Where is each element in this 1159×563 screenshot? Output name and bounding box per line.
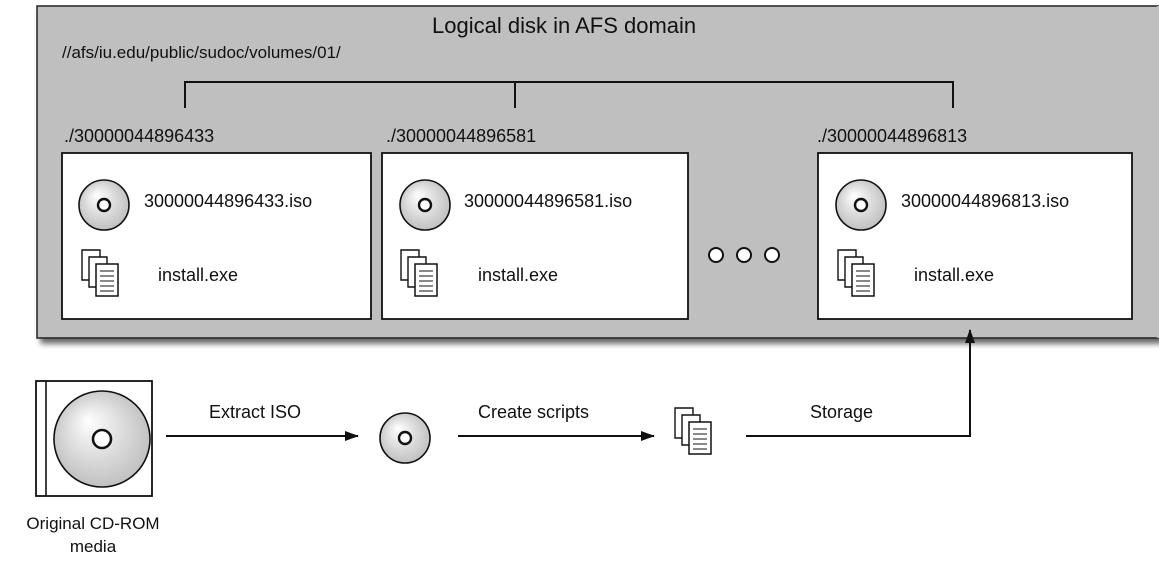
ellipsis-circles-icon	[708, 247, 780, 263]
folder-path-1: ./30000044896433	[64, 126, 215, 146]
step-create-scripts: Create scripts	[478, 402, 590, 422]
folder-box-2	[381, 152, 689, 320]
workflow-disc	[378, 411, 432, 465]
iso-name-1: 30000044896433.iso	[144, 191, 313, 211]
exe-name-1: install.exe	[158, 265, 239, 285]
folder-bracket	[184, 81, 954, 108]
folder-box-1	[61, 152, 372, 320]
disk-title: Logical disk in AFS domain	[432, 13, 697, 38]
cd-icon	[77, 178, 131, 232]
folder-path-3: ./30000044896813	[817, 126, 968, 146]
step-storage: Storage	[810, 402, 874, 422]
disk-path: //afs/iu.edu/public/sudoc/volumes/01/	[62, 43, 341, 62]
workflow-arrows	[166, 329, 975, 441]
exe-name-3: install.exe	[914, 265, 995, 285]
folder-path-2: ./30000044896581	[386, 126, 537, 146]
arrow-storage	[746, 329, 975, 437]
cd-icon	[398, 178, 452, 232]
cd-icon	[834, 178, 888, 232]
workflow-documents	[674, 407, 712, 455]
cd-case-icon	[35, 380, 153, 497]
iso-name-3: 30000044896813.iso	[901, 191, 1070, 211]
iso-name-2: 30000044896581.iso	[464, 191, 633, 211]
folder-box-3	[817, 152, 1133, 320]
step-extract-iso: Extract ISO	[209, 402, 302, 422]
source-caption: Original CD-ROM media	[26, 514, 160, 556]
exe-name-2: install.exe	[478, 265, 559, 285]
